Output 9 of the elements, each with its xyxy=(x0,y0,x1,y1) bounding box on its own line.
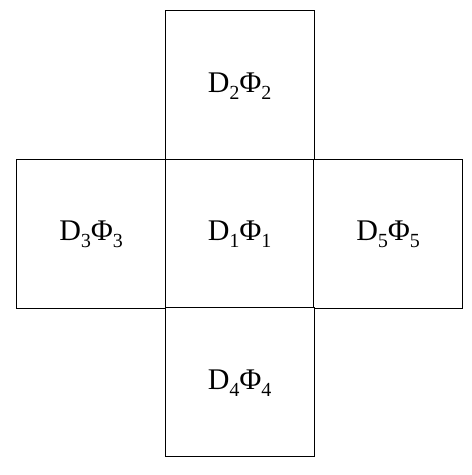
grid-square xyxy=(164,307,314,457)
formula-label: D$_{2}$Φ$_{2}$ xyxy=(208,66,272,104)
grid-square xyxy=(313,158,463,308)
formula-label: D$_{5}$Φ$_{5}$ xyxy=(356,214,420,253)
grid-square xyxy=(16,158,166,308)
formula-label: D$_{3}$Φ$_{3}$ xyxy=(59,214,123,253)
formula-label: D$_{4}$Φ$_{4}$ xyxy=(208,362,272,402)
formula-label: D$_{1}$Φ$_{1}$ xyxy=(208,214,272,253)
grid-square xyxy=(164,10,314,160)
